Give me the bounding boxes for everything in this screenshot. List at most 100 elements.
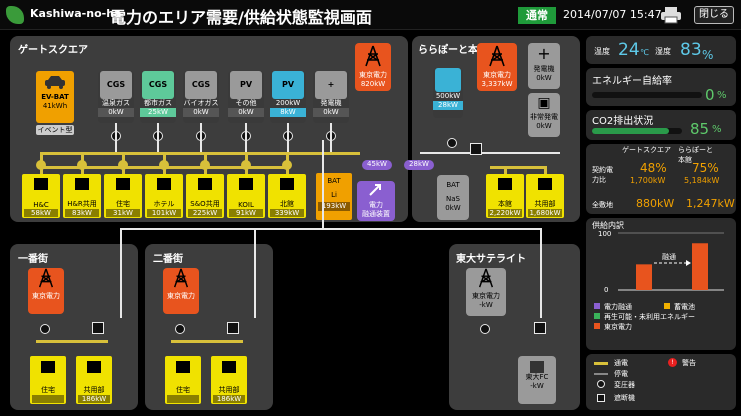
tepco-lalaport-node[interactable]: 東京電力 3,337kW — [477, 43, 517, 91]
tepco-nibangai-node[interactable]: 東京電力 — [163, 268, 199, 314]
co2-label: CO2排出状況 — [592, 116, 654, 127]
load-label: 本館 — [498, 200, 512, 208]
nibangai-load-0[interactable]: 住宅 — [165, 356, 201, 404]
load-value: 83kW — [65, 209, 99, 217]
building-icon — [198, 178, 212, 190]
lalaport-lower-bus — [490, 166, 545, 169]
supply-bar-lalaport — [692, 243, 708, 290]
supply-ybot: 0 — [604, 286, 608, 294]
temp-label: 温度 — [594, 47, 610, 56]
load-label: 北館 — [280, 200, 294, 208]
source-drop-2 — [200, 123, 202, 153]
ichibangai-load-0[interactable]: 住宅 — [30, 356, 66, 404]
transformer-icon — [597, 380, 605, 388]
self-sufficiency-value: 0 — [705, 86, 715, 104]
datetime: 2014/07/07 15:47 — [563, 8, 662, 21]
generator-value: 0kW — [536, 74, 552, 82]
load-label: 住宅 — [116, 200, 130, 208]
tepco-gate-square-node[interactable]: 東京電力 820kW — [355, 43, 391, 91]
ratio-v4: 1,247kW — [686, 197, 735, 210]
building-icon — [239, 178, 253, 190]
tepco-label: 東京電力 — [32, 292, 60, 300]
power-tower-icon — [489, 45, 505, 67]
power-exchange-node[interactable]: 電力 融通装置 — [357, 181, 395, 221]
nas-tag: BAT — [446, 181, 460, 189]
load-label: ホテル — [153, 200, 175, 208]
co2-gauge — [592, 128, 682, 134]
ratio-row2: 全敷地 — [592, 201, 613, 209]
supply-bar-gate-square — [636, 264, 652, 290]
humidity-label: 湿度 — [655, 47, 671, 56]
battery-tag: BAT — [327, 177, 341, 185]
building-icon — [176, 361, 190, 373]
load-label: 共用部 — [83, 386, 105, 394]
tepco-ichibangai-node[interactable]: 東京電力 — [28, 268, 64, 314]
supply-ytop: 100 — [598, 230, 611, 238]
building-icon — [538, 178, 552, 190]
source-value: 0kW — [98, 108, 134, 117]
lalaport-generator-node[interactable]: + 発電機 0kW — [528, 43, 560, 89]
ev-battery-node[interactable]: EV-BAT 41kWh — [36, 71, 74, 123]
source-value: 0kW — [313, 108, 349, 117]
nas-battery-node[interactable]: BAT NaS 0kW — [437, 175, 469, 220]
load-label: KOIL — [238, 201, 254, 209]
load-value: 2,220kW — [488, 209, 522, 217]
source-value: 8kW — [270, 108, 306, 117]
lala-load-drop-1 — [544, 166, 547, 174]
legend-normal: 通電 — [614, 359, 628, 367]
page-title: 電力のエリア需要/供給状態監視画面 — [110, 8, 372, 27]
load-label: 住宅 — [176, 386, 190, 394]
emergency-generator-node[interactable]: ▣ 非常発電 0kW — [528, 93, 560, 137]
solar-panel-icon — [435, 68, 461, 92]
supply-chart: 100 0 融通 — [598, 230, 724, 294]
load-meter-2 — [118, 160, 128, 170]
legend-stop: 停電 — [614, 370, 628, 378]
tepco-todai-node[interactable]: 東京電力-kW — [466, 268, 506, 316]
printer-icon[interactable] — [660, 6, 682, 24]
building-icon — [222, 361, 236, 373]
load-meter-3 — [159, 160, 169, 170]
temp-value: 24 — [618, 40, 640, 60]
lalaport-pv-node[interactable]: 500kW 28kW — [433, 68, 463, 118]
ichibangai-transformer — [40, 324, 50, 334]
todai-fc-node[interactable]: 東大FC-kW — [518, 356, 556, 404]
nibangai-title: 二番街 — [153, 254, 183, 265]
load-value: 31kW — [106, 209, 140, 217]
todai-breaker — [534, 322, 546, 334]
ichibangai-breaker — [92, 322, 104, 334]
fc-value: -kW — [530, 382, 544, 390]
load-meter-4 — [200, 160, 210, 170]
co2-box — [586, 110, 736, 140]
load-value: 186kW — [78, 395, 110, 403]
tepco-label: 東京電力 — [167, 292, 195, 300]
source-drop-3 — [245, 123, 247, 153]
plus-icon: + — [537, 44, 551, 63]
nibangai-bus — [171, 340, 243, 343]
legend2-box — [586, 354, 736, 410]
close-button[interactable]: 閉じる — [694, 6, 734, 24]
load-label: H&C — [33, 201, 49, 209]
tepco-gs-label: 東京電力 — [359, 71, 387, 79]
exchange-arrow-icon — [369, 184, 381, 196]
ratio-v3: 880kW — [636, 197, 675, 210]
li-battery-value: 193kW — [318, 202, 350, 211]
legend-label-0: 電力融通 — [604, 303, 632, 311]
tepco-todai-label: 東京電力 — [472, 292, 500, 300]
